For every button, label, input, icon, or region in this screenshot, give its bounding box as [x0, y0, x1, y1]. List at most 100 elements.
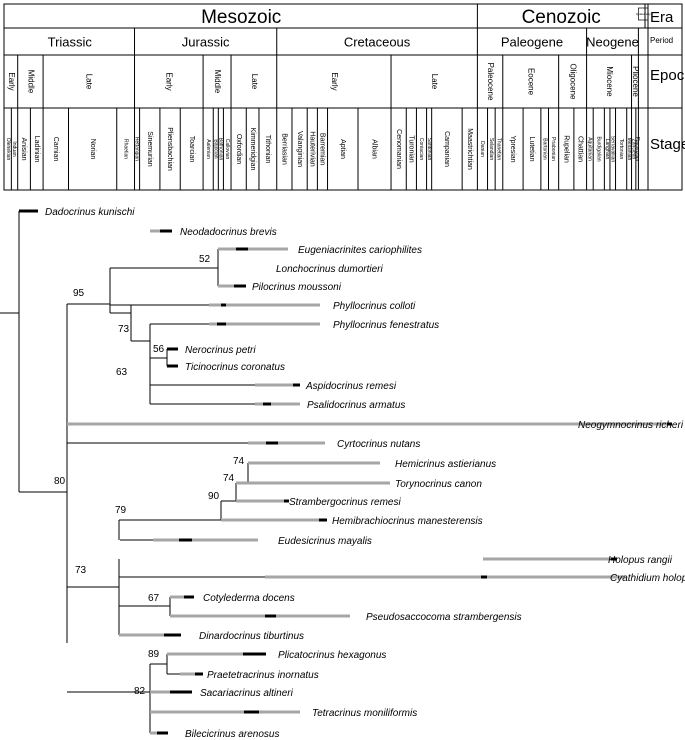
st-label: Burdigalian	[595, 136, 601, 161]
support-value: 67	[148, 593, 160, 604]
range-gray-bar	[321, 461, 380, 465]
era-label: Cenozoic	[522, 7, 601, 28]
range-gray-bar	[226, 303, 320, 307]
stratigraphic-ranges	[19, 209, 672, 735]
taxon-label: Holopus rangii	[608, 555, 673, 566]
taxon-label: Ticinocrinus coronatus	[185, 362, 285, 373]
range-gray-bar	[248, 441, 266, 445]
ep-label: Paleocene	[486, 63, 495, 101]
range-black-bar	[19, 209, 38, 213]
support-value: 89	[148, 649, 160, 660]
timescale-side-labels: Era Period Epoch Stage	[650, 9, 685, 153]
taxon-label: Phyllocrinus fenestratus	[333, 320, 439, 331]
taxon-label: Strambergocrinus remesi	[289, 497, 401, 508]
st-label: Selandian	[488, 138, 494, 160]
taxon-label: Dadocrinus kunischi	[45, 207, 135, 218]
support-value: 90	[208, 491, 220, 502]
st-label: Berriasian	[281, 133, 288, 165]
taxon-label: Neogymnocrinus richeri	[578, 420, 684, 431]
st-label: Norian	[89, 139, 96, 160]
st-label: Danian	[479, 141, 485, 157]
taxon-label: Praetetracrinus inornatus	[207, 670, 319, 681]
per-label: Cretaceous	[344, 35, 411, 50]
taxon-label: Hemibrachiocrinus manesterensis	[332, 516, 483, 527]
taxon-label: Pilocrinus moussoni	[252, 282, 342, 293]
st-label: Rhaetian	[122, 139, 128, 159]
range-gray-bar	[226, 322, 320, 326]
range-gray-bar	[218, 247, 236, 251]
range-gray-bar	[236, 499, 284, 503]
range-black-bar	[234, 284, 246, 288]
st-label: Carnian	[52, 137, 59, 162]
range-gray-bar	[259, 710, 300, 714]
support-value: 95	[73, 288, 85, 299]
support-value: 73	[75, 565, 87, 576]
support-value: 82	[134, 686, 146, 697]
per-label: Paleogene	[501, 35, 563, 50]
st-label: Turonian	[408, 135, 415, 162]
range-black-bar	[167, 347, 178, 351]
support-value: 56	[153, 344, 165, 355]
st-label: Ypresian	[509, 135, 516, 162]
support-value: 74	[233, 456, 245, 467]
st-label: Anisian	[20, 138, 27, 161]
ep-label: Early	[165, 72, 174, 90]
range-gray-bar	[255, 402, 263, 406]
range-gray-bar	[295, 461, 321, 465]
st-label: Callovian	[224, 139, 230, 160]
st-label: Aptian	[339, 139, 346, 159]
st-label: Tithonian	[264, 135, 271, 164]
range-gray-bar	[119, 633, 164, 637]
support-value: 73	[118, 324, 130, 335]
taxon-label: Sacariacrinus altineri	[200, 688, 294, 699]
epoch-row-label: Epoch	[650, 67, 685, 84]
st-label: Priabonian	[550, 137, 556, 161]
st-label: Chattian	[576, 136, 583, 162]
taxon-label: Cotylederma docens	[203, 593, 295, 604]
range-gray-bar	[248, 461, 295, 465]
st-label: Hettangian	[134, 137, 140, 161]
range-black-bar	[184, 595, 194, 599]
st-label: Santonian	[426, 138, 432, 161]
quaternary-box	[638, 7, 649, 21]
range-gray-bar	[209, 303, 221, 307]
st-label: Piacenzian	[634, 137, 640, 162]
ep-label: Late	[85, 74, 94, 90]
range-gray-bar	[255, 383, 293, 387]
st-label: Bathonian	[218, 138, 224, 161]
range-black-bar	[265, 614, 276, 618]
ep-label: Middle	[26, 70, 35, 94]
taxon-label: Eudesicrinus mayalis	[278, 536, 372, 547]
st-label: Albian	[371, 139, 378, 159]
st-label: Serravallian	[609, 136, 615, 163]
range-black-bar	[236, 247, 248, 251]
st-label: Oxfordian	[235, 134, 242, 164]
header-frame	[3, 3, 683, 191]
range-gray-bar	[153, 538, 179, 542]
st-label: Kimmeridgian	[249, 128, 256, 171]
st-label: Maastrichtian	[466, 128, 473, 170]
st-label: Induan	[11, 141, 17, 157]
per-label: Neogene	[586, 35, 639, 50]
st-label: Aquitanian	[587, 137, 593, 161]
phylogenetic-tree	[0, 211, 265, 733]
range-gray-bar	[271, 402, 300, 406]
range-black-bar	[164, 633, 181, 637]
taxon-label: Plicatocrinus hexagonus	[278, 650, 386, 661]
taxon-label: Pseudosaccocoma strambergensis	[366, 612, 522, 623]
range-gray-bar	[265, 575, 481, 579]
range-black-bar	[243, 652, 255, 656]
range-black-bar	[157, 731, 168, 735]
range-gray-bar	[150, 229, 160, 233]
taxon-label: Hemicrinus astierianus	[395, 459, 496, 470]
st-label: Campanian	[443, 131, 450, 167]
era-label: Mesozoic	[201, 7, 281, 28]
taxon-label: Bilecicrinus arenosus	[185, 729, 280, 740]
support-value: 79	[115, 505, 127, 516]
era-row-label: Era	[650, 9, 674, 26]
taxon-label: Tetracrinus moniliformis	[312, 708, 417, 719]
range-gray-bar	[167, 652, 243, 656]
